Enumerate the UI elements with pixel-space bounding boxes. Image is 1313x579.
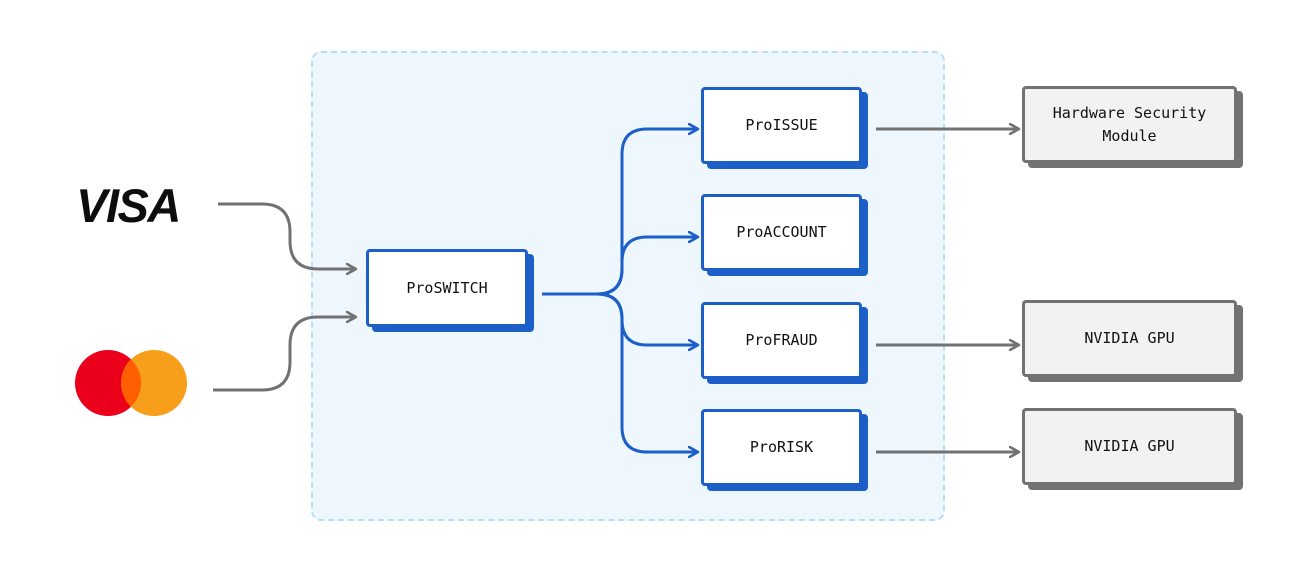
node-proissue[interactable]: ProISSUE — [701, 87, 862, 164]
arrow-proswitch-to-proaccount — [542, 237, 698, 296]
node-hsm-label: Hardware Security Module — [1052, 103, 1207, 145]
visa-wordmark: VISA — [76, 179, 180, 230]
node-proswitch-label: ProSWITCH — [406, 278, 488, 297]
node-proaccount-label: ProACCOUNT — [736, 223, 827, 241]
mastercard-red-circle — [75, 350, 141, 416]
node-profraud-label: ProFRAUD — [745, 331, 818, 349]
node-profraud[interactable]: ProFRAUD — [701, 302, 862, 379]
arrow-proswitch-to-prorisk — [542, 292, 698, 452]
visa-logo: VISA — [76, 179, 181, 230]
mastercard-orange-circle — [121, 350, 187, 416]
node-nvidia-gpu-risk[interactable]: NVIDIA GPU — [1022, 408, 1237, 485]
node-prorisk-label: ProRISK — [749, 438, 814, 456]
node-proswitch[interactable]: ProSWITCH — [366, 249, 528, 327]
node-prorisk[interactable]: ProRISK — [701, 409, 862, 486]
node-proissue-label: ProISSUE — [745, 116, 818, 134]
node-gpu-fraud-label: NVIDIA GPU — [1084, 329, 1175, 347]
node-hardware-security-module[interactable]: Hardware Security Module — [1022, 86, 1237, 163]
node-proaccount[interactable]: ProACCOUNT — [701, 194, 862, 271]
arrow-proswitch-to-proissue — [542, 129, 698, 296]
arrow-mastercard-to-proswitch — [213, 317, 356, 392]
node-nvidia-gpu-fraud[interactable]: NVIDIA GPU — [1022, 300, 1237, 377]
mastercard-logo — [75, 350, 187, 416]
arrow-visa-to-proswitch — [218, 202, 356, 269]
node-gpu-risk-label: NVIDIA GPU — [1084, 437, 1175, 455]
arrow-proswitch-to-profraud — [542, 292, 698, 345]
